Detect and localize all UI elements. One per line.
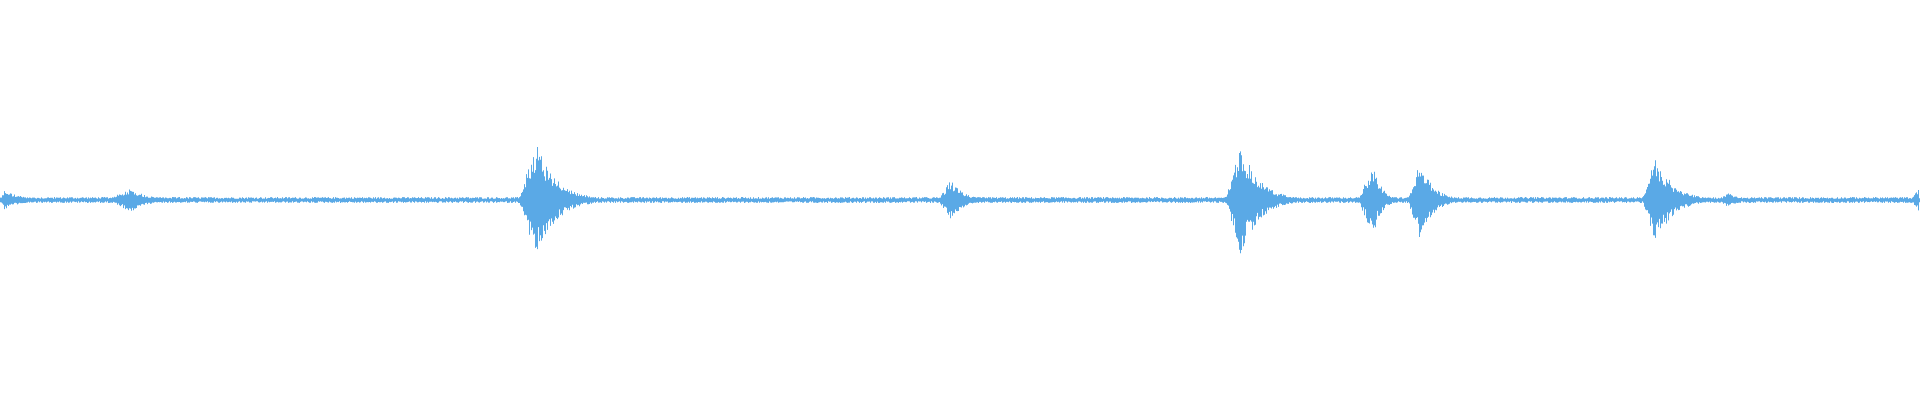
- waveform-samples: [0, 147, 1920, 254]
- waveform-path: [0, 147, 1920, 254]
